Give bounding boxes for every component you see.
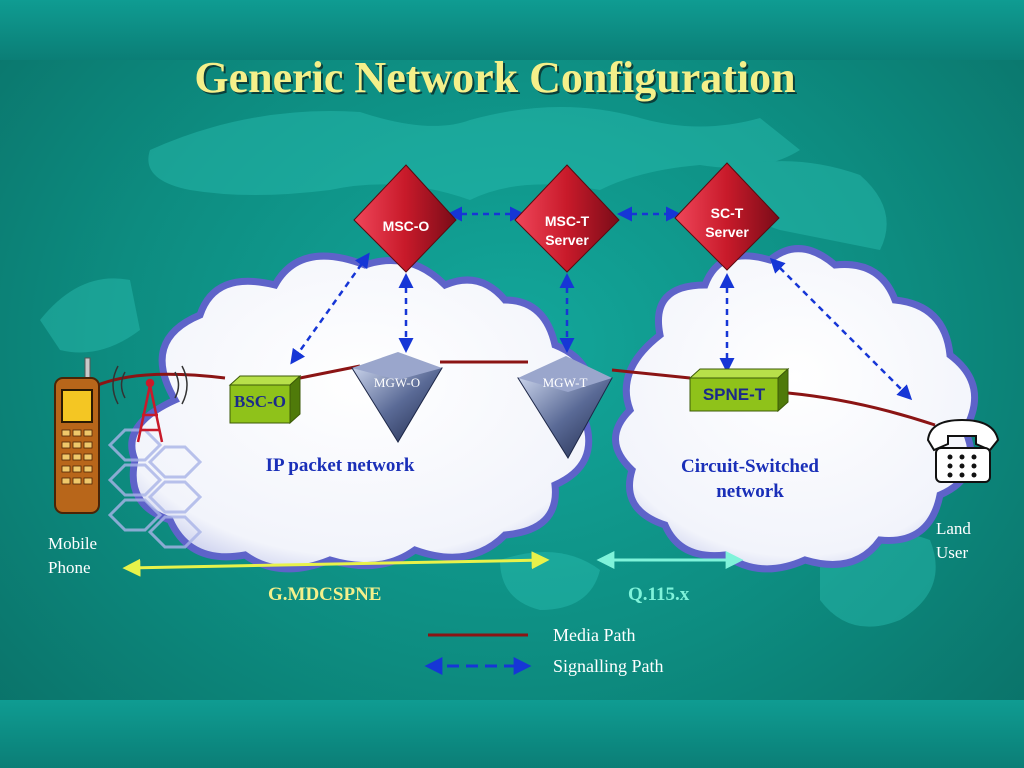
sc-t-node xyxy=(674,162,780,271)
mobile-label-line2: Phone xyxy=(48,558,91,577)
msc-t-node xyxy=(514,164,620,273)
mobile-label-line1: Mobile xyxy=(48,534,98,553)
g-mdcspne-label: G.MDCSPNE xyxy=(268,584,382,605)
sc-t-label-line1: SC-T xyxy=(710,205,744,221)
ip-network-label: IP packet network xyxy=(265,455,415,476)
bottom-band xyxy=(0,700,1024,768)
msc-t-label-line2: Server xyxy=(545,232,589,248)
land-label-line1: Land xyxy=(936,519,971,538)
top-band xyxy=(0,0,1024,60)
msc-o-label: MSC-O xyxy=(382,218,430,234)
mobile-phone-icon xyxy=(54,357,100,514)
signalling-path-lines xyxy=(290,206,913,401)
mgw-t-label: MGW-T xyxy=(542,375,588,390)
legend-media-label: Media Path xyxy=(553,625,636,645)
cell-tower-icon xyxy=(112,365,188,443)
msc-o-node xyxy=(353,164,457,273)
msc-t-label-line1: MSC-T xyxy=(544,213,590,229)
mgw-o-node xyxy=(351,352,443,443)
land-user-label: Land User xyxy=(936,517,971,565)
page-title: Generic Network Configuration xyxy=(194,53,796,102)
legend-signalling-label: Signalling Path xyxy=(553,656,664,676)
bsc-o-node xyxy=(228,374,302,425)
mgw-t-node xyxy=(517,356,613,459)
sc-t-label-line2: Server xyxy=(705,224,749,240)
mobile-phone-label: Mobile Phone xyxy=(48,532,97,580)
ip-packet-cloud xyxy=(128,252,595,573)
cs-network-label-line2: network xyxy=(716,481,784,502)
cell-grid xyxy=(107,428,203,549)
spne-t-label: SPNE-T xyxy=(702,385,766,404)
telephone-icon xyxy=(926,418,1000,483)
land-label-line2: User xyxy=(936,543,969,562)
g-mdcspne-arrow xyxy=(122,551,550,577)
q115-label: Q.115.x xyxy=(628,584,690,605)
spne-t-node xyxy=(688,367,790,413)
bsc-o-label: BSC-O xyxy=(234,392,286,411)
cs-network-label: Circuit-Switched network xyxy=(655,454,845,504)
mgw-o-label: MGW-O xyxy=(373,375,421,390)
sc-t-label: SC-T Server xyxy=(687,204,767,242)
msc-t-label: MSC-T Server xyxy=(527,212,607,250)
circuit-switched-cloud xyxy=(612,245,979,573)
cs-network-label-line1: Circuit-Switched xyxy=(681,456,819,477)
